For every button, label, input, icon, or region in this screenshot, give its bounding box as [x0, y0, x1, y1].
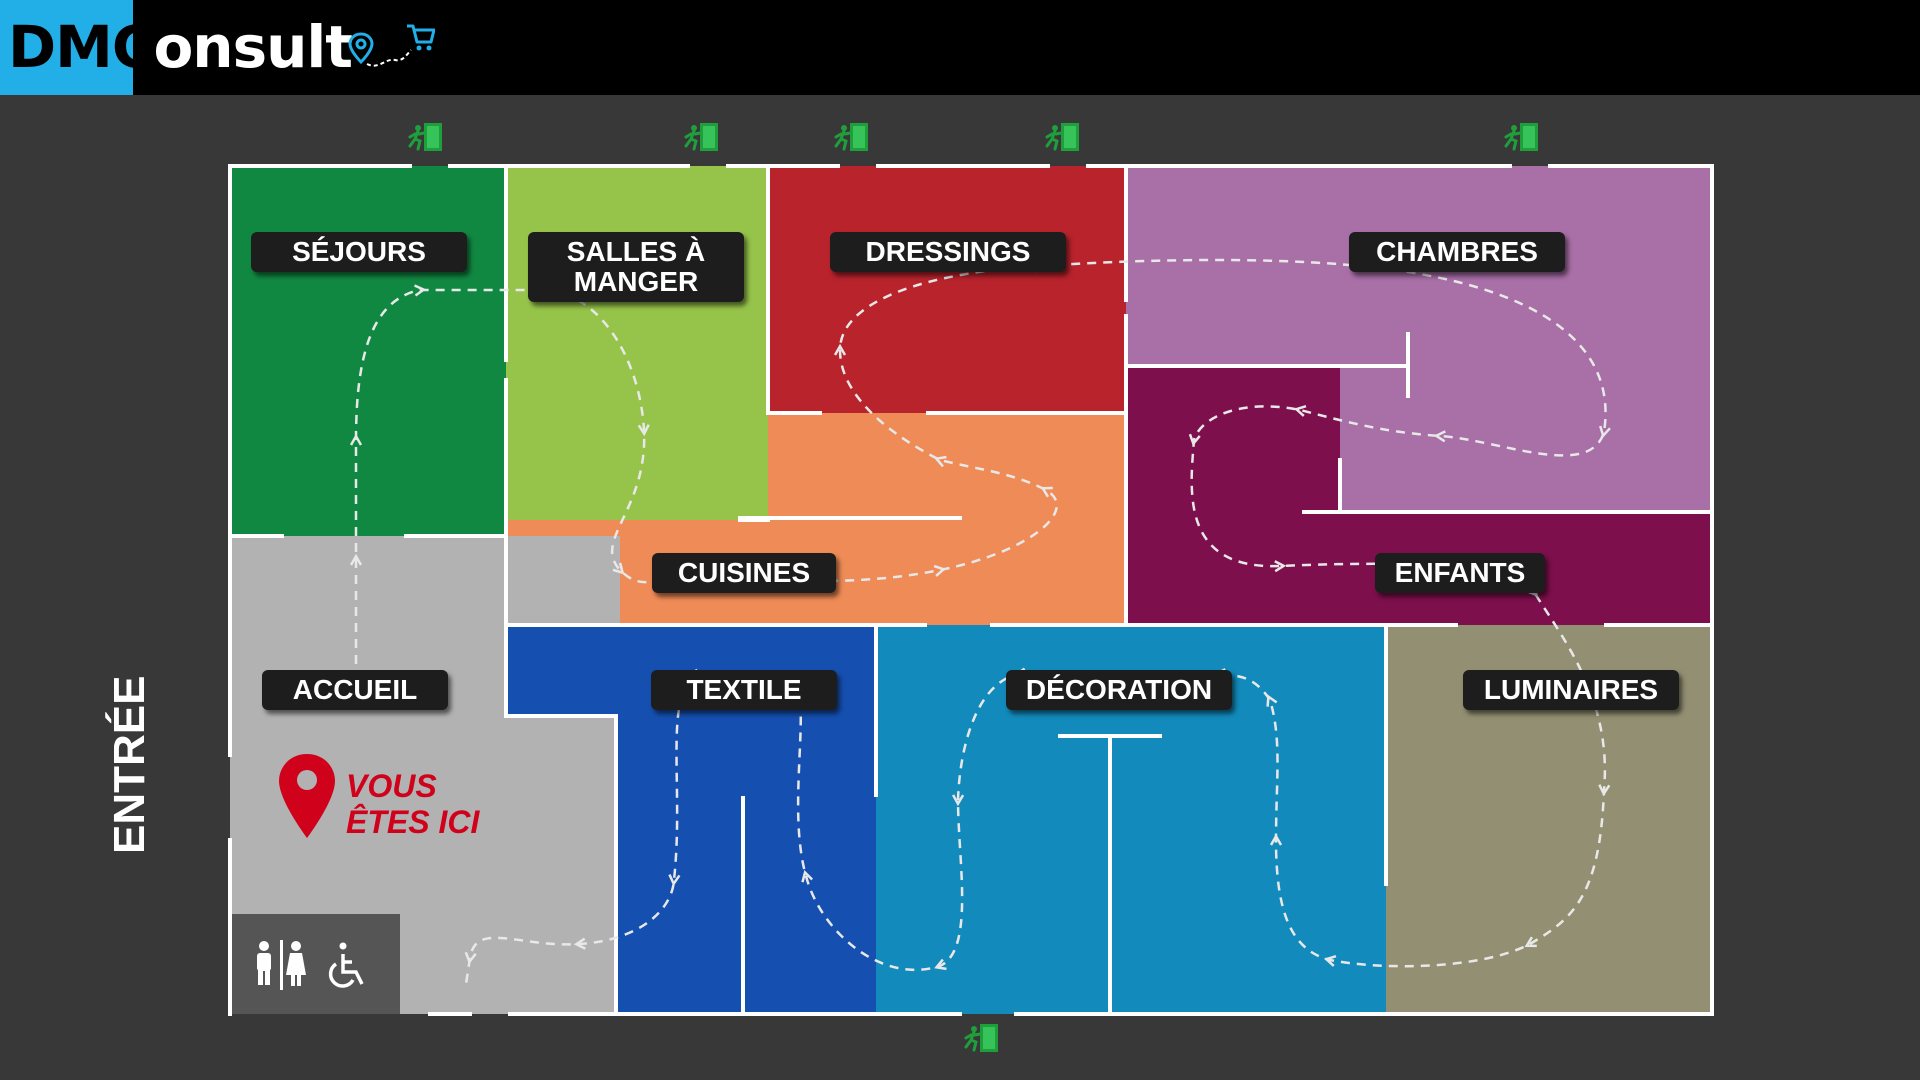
department-label-luminaires: LUMINAIRES	[1463, 670, 1679, 710]
emergency-exit-icon	[684, 121, 720, 153]
entrance-label: ENTRÉE	[105, 675, 154, 854]
zone-enfants	[1126, 366, 1340, 625]
department-label-chambres: CHAMBRES	[1349, 232, 1565, 272]
zone-chambres-inner	[1340, 366, 1712, 512]
logo-prefix: DMC	[8, 13, 154, 81]
emergency-exit-icon	[408, 121, 444, 153]
zone-textile-south	[616, 716, 876, 1014]
logo: DMConsult	[8, 12, 353, 82]
department-label-enfants: ENFANTS	[1375, 553, 1545, 593]
shopping-cart-icon	[407, 24, 435, 51]
emergency-exit-icon	[834, 121, 870, 153]
zone-dressings	[768, 166, 1126, 413]
logo-route-icon	[348, 24, 435, 67]
department-label-textile: TEXTILE	[651, 670, 837, 710]
header-bar: DMConsult	[0, 0, 1920, 95]
logo-suffix: onsult	[153, 13, 353, 81]
department-label-salles-a-manger: SALLES À MANGER	[528, 232, 744, 302]
emergency-exit-icon	[964, 1022, 1000, 1054]
toilets-icon	[257, 940, 306, 990]
you-are-here-label: VOUS ÊTES ICI	[346, 768, 480, 840]
location-pin-icon	[279, 754, 335, 838]
department-label-decoration: DÉCORATION	[1006, 670, 1232, 710]
logo-accent-block	[0, 0, 133, 95]
department-label-cuisines: CUISINES	[652, 553, 836, 593]
visitor-path	[349, 258, 1611, 985]
emergency-exit-icon	[1045, 121, 1081, 153]
department-label-dressings: DRESSINGS	[830, 232, 1066, 272]
emergency-exit-icon	[1504, 121, 1540, 153]
zone-sejours	[230, 166, 506, 536]
outer-wall	[228, 164, 1714, 1016]
zone-accueil-east	[506, 716, 620, 1014]
wheelchair-icon	[328, 942, 364, 988]
location-pin-icon	[348, 32, 374, 65]
department-label-accueil: ACCUEIL	[262, 670, 448, 710]
zone-salles-a-manger	[506, 166, 768, 520]
department-label-sejours: SÉJOURS	[251, 232, 467, 272]
